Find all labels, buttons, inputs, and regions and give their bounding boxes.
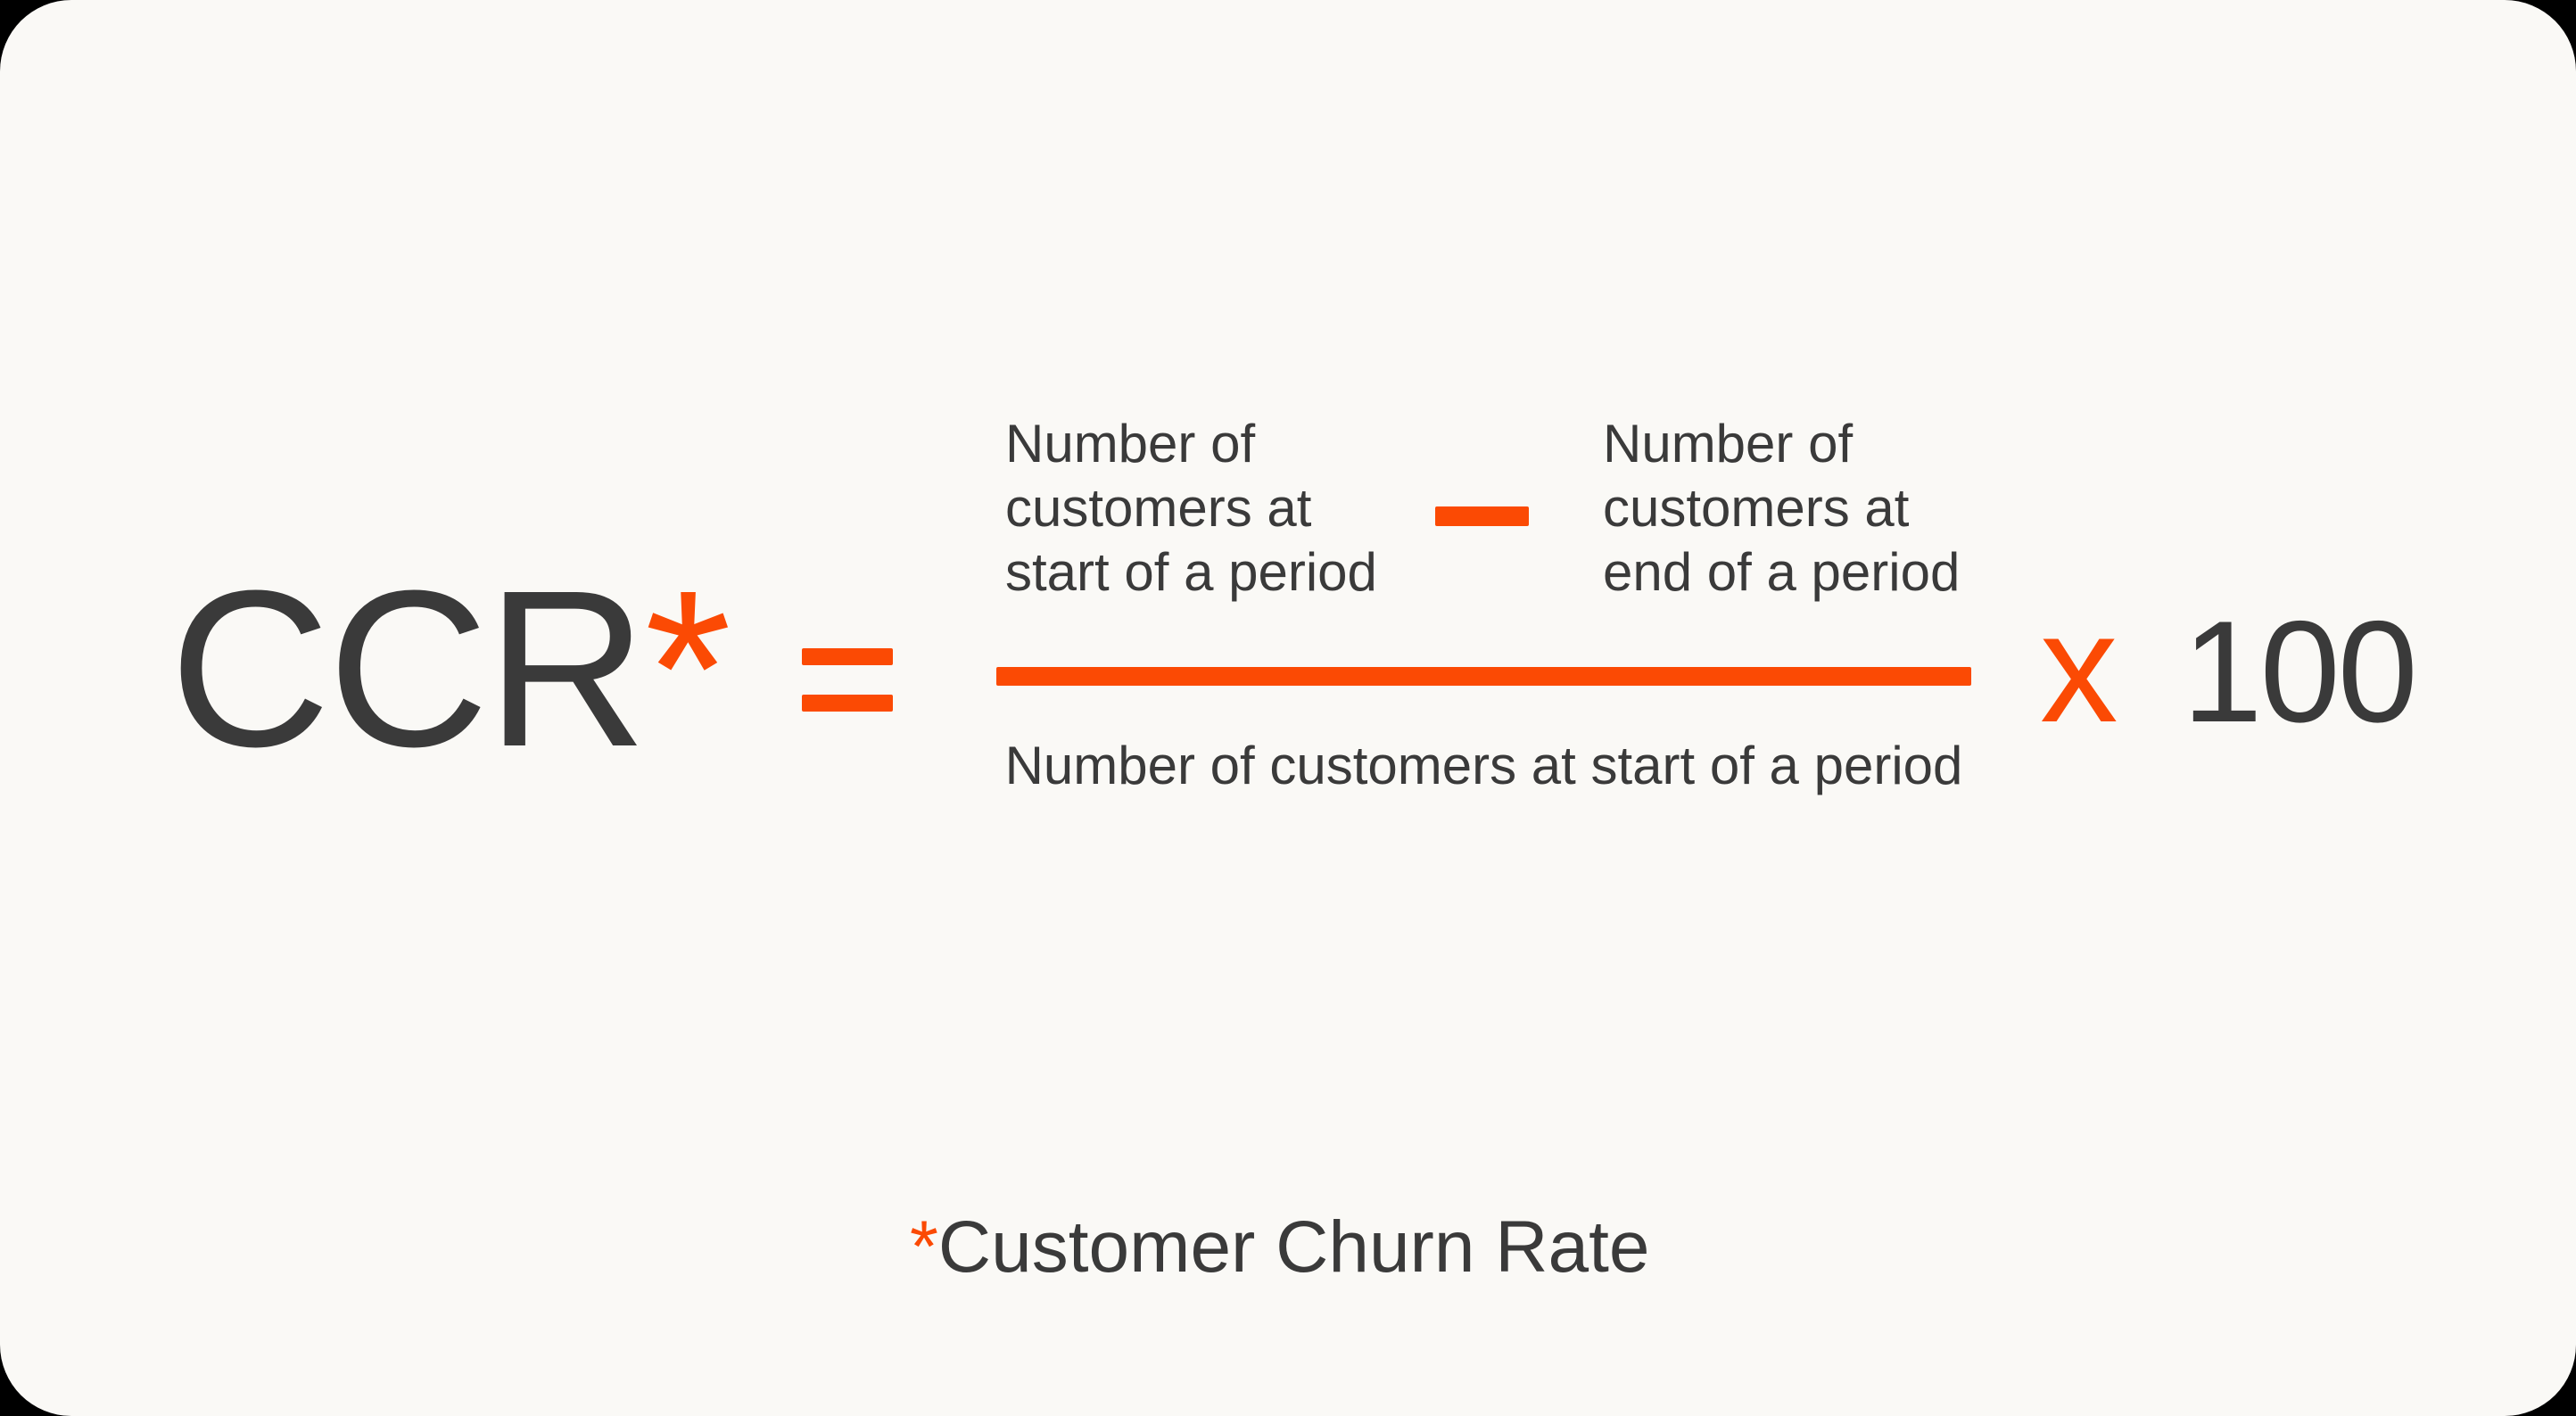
footnote-asterisk: * xyxy=(910,1206,938,1288)
numerator-end-line-2: customers at xyxy=(1603,478,1910,538)
numerator-end-line-3: end of a period xyxy=(1603,542,1961,602)
numerator-start-line-3: start of a period xyxy=(1005,542,1377,602)
formula-asterisk: * xyxy=(644,544,731,793)
numerator-end-label: Number of customers at end of a period xyxy=(1603,412,1960,605)
numerator-start-line-1: Number of xyxy=(1005,414,1256,473)
numerator-start-label: Number of customers at start of a period xyxy=(1005,412,1377,605)
equals-sign xyxy=(802,648,893,712)
equals-bottom-bar xyxy=(802,695,893,712)
formula-abbreviation: CCR xyxy=(169,544,648,793)
formula-title: CCR* xyxy=(169,557,731,780)
footnote: *Customer Churn Rate xyxy=(910,1204,1649,1291)
multiplier-group: x 100 xyxy=(2040,581,2418,755)
multiplier-value: 100 xyxy=(2182,591,2418,753)
footnote-label: Customer Churn Rate xyxy=(937,1206,1650,1288)
numerator-start-line-2: customers at xyxy=(1005,478,1312,538)
fraction-bar xyxy=(996,667,1971,686)
numerator-end-line-1: Number of xyxy=(1603,414,1854,473)
denominator-label: Number of customers at start of a period xyxy=(1004,736,1963,795)
minus-sign xyxy=(1435,506,1529,526)
equals-top-bar xyxy=(802,648,893,665)
multiply-sign: x xyxy=(2040,581,2118,755)
